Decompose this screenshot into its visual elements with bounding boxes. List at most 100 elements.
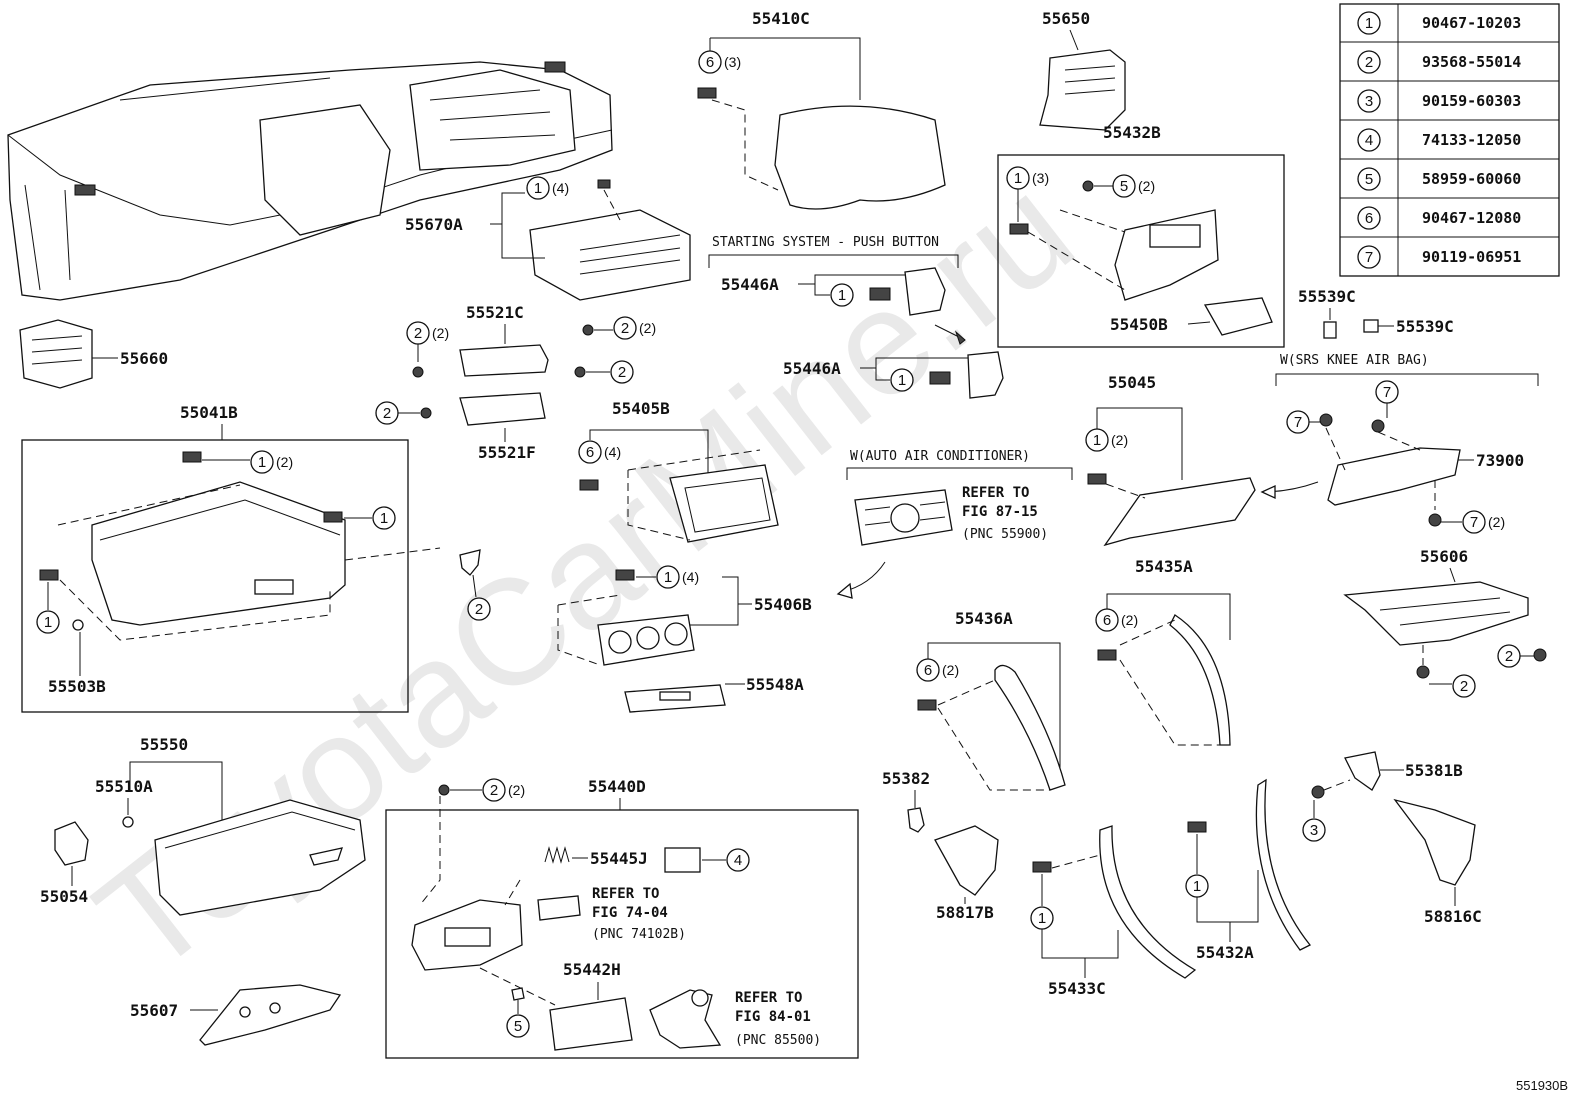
pnc-55670A: 55670A [405,215,463,234]
callout-4-icon [726,848,750,872]
svg-text:1: 1 [1038,910,1046,927]
pnc-55450B: 55450B [1110,315,1168,334]
legend-row-5: 5 58959-60060 [1357,167,1521,191]
pnc-55606: 55606 [1420,547,1468,566]
svg-text:1: 1 [258,454,266,471]
callout-1-icon [1085,428,1109,452]
part-55405B: 55405B 6 (4) [578,399,779,543]
svg-text:(2): (2) [639,320,656,336]
svg-text:2: 2 [618,364,626,381]
svg-text:(2): (2) [942,662,959,678]
part-55650-vent: 55650 [1039,9,1126,131]
part-55660-side-vent: 55660 [19,319,168,389]
svg-text:90119-06951: 90119-06951 [1422,248,1521,266]
svg-text:(3): (3) [1032,170,1049,186]
pnc-55539C-left: 55539C [1298,287,1356,306]
pnc-55445J: 55445J [590,849,648,868]
callout-2-icon [1357,50,1381,74]
svg-text:(2): (2) [276,454,293,470]
svg-text:(PNC 55900): (PNC 55900) [962,527,1048,542]
svg-text:2: 2 [475,601,483,618]
svg-text:FIG 74-04: FIG 74-04 [592,905,668,921]
part-55410C-cluster-hood: 55410C 6 (3) [697,9,946,210]
svg-text:(PNC 85500): (PNC 85500) [735,1033,821,1048]
svg-text:(4): (4) [604,444,621,460]
pnc-55446A-bottom: 55446A [783,359,841,378]
svg-text:2: 2 [1505,648,1513,665]
pnc-58817B: 58817B [936,903,994,922]
part-55606: 55606 2 2 [1343,547,1547,698]
pnc-55041B: 55041B [180,403,238,422]
callout-3-icon [1302,818,1326,842]
pnc-55521F: 55521F [478,443,536,462]
pnc-55435A: 55435A [1135,557,1193,576]
note-auto-ac: W(AUTO AIR CONDITIONER) [850,449,1030,464]
part-55539C-clips: 55539C 55539C [1298,287,1454,339]
note-push-button: STARTING SYSTEM - PUSH BUTTON [712,235,939,250]
svg-text:1: 1 [1014,170,1022,187]
legend-row-4: 4 74133-12050 [1357,128,1521,152]
part-55670A-center-vent: 55670A 1 (4) [405,176,691,301]
svg-text:2: 2 [414,325,422,342]
svg-text:1: 1 [664,569,672,586]
callout-1-icon [526,176,550,200]
push-button-section: STARTING SYSTEM - PUSH BUTTON 55446A 1 5… [708,235,1004,399]
figure-code: 551930B [1516,1078,1568,1093]
svg-text:6: 6 [924,662,932,679]
svg-text:(2): (2) [1111,432,1128,448]
svg-text:6: 6 [1103,612,1111,629]
svg-text:7: 7 [1383,384,1391,401]
callout-2-icon [1452,674,1476,698]
pnc-55550: 55550 [140,735,188,754]
callout-2-icon [482,778,506,802]
svg-text:2: 2 [490,782,498,799]
knee-airbag-section: W(SRS KNEE AIR BAG) 7 7 73900 7 (2) [1275,353,1539,534]
svg-text:1: 1 [1193,878,1201,895]
callout-5-icon [1357,167,1381,191]
legend-row-1: 1 90467-10203 [1357,11,1521,35]
svg-text:1: 1 [898,372,906,389]
svg-text:6: 6 [706,54,714,71]
svg-text:3: 3 [1310,822,1318,839]
pnc-55446A-top: 55446A [721,275,779,294]
callout-2-icon [610,360,634,384]
part-55406B-55548A: 1 (4) 55406B 55548A [557,565,812,713]
pnc-55382: 55382 [882,769,930,788]
svg-text:6: 6 [1365,210,1373,227]
svg-text:(4): (4) [682,569,699,585]
legend-row-7: 7 90119-06951 [1357,245,1521,269]
svg-text:FIG 84-01: FIG 84-01 [735,1009,811,1025]
svg-text:7: 7 [1294,414,1302,431]
callout-6-icon [578,440,602,464]
pnc-58816C: 58816C [1424,907,1482,926]
part-55433C: 1 55433C [1030,825,1197,998]
svg-text:1: 1 [44,614,52,631]
legend-row-2: 2 93568-55014 [1357,50,1521,74]
pnc-55521C: 55521C [466,303,524,322]
pnc-55539C-right: 55539C [1396,317,1454,336]
pnc-55440D: 55440D [588,777,646,796]
svg-text:(3): (3) [724,54,741,70]
callout-1-icon [656,565,680,589]
callout-2-icon [467,597,491,621]
part-55550-glove-box: 55550 55510A 55054 [40,735,366,916]
instrument-panel-illustration [7,61,613,301]
svg-text:(2): (2) [432,325,449,341]
svg-text:4: 4 [734,852,742,869]
svg-text:(2): (2) [508,782,525,798]
callout-2-icon [613,316,637,340]
svg-text:5: 5 [514,1018,522,1035]
svg-text:2: 2 [1460,678,1468,695]
svg-text:(2): (2) [1138,178,1155,194]
svg-text:(PNC 74102B): (PNC 74102B) [592,927,686,942]
pnc-55433C: 55433C [1048,979,1106,998]
auto-ac-section: W(AUTO AIR CONDITIONER) REFER TO FIG 87-… [836,449,1073,599]
callout-7-icon [1462,510,1486,534]
svg-text:4: 4 [1365,132,1373,149]
svg-text:6: 6 [586,444,594,461]
svg-text:1: 1 [838,287,846,304]
pnc-55432B: 55432B [1103,123,1161,142]
callout-6-icon [698,50,722,74]
pnc-55660: 55660 [120,349,168,368]
